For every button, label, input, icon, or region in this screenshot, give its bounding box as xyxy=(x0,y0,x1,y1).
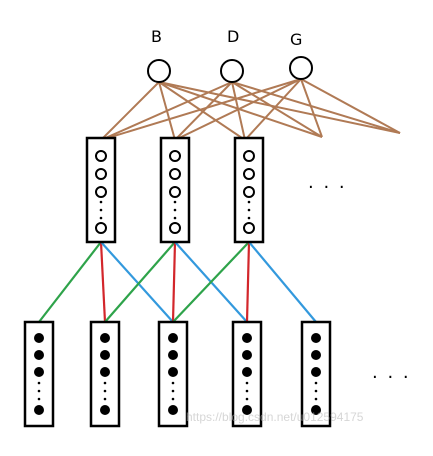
middle-ellipsis-dot-2-2 xyxy=(247,216,251,220)
top-edge-1-0 xyxy=(100,81,233,141)
middle-neuron-last-1 xyxy=(169,222,181,234)
bottom-ellipsis-dot-4-0 xyxy=(314,381,318,385)
bottom-neuron-3-1 xyxy=(242,350,252,360)
top-edge-2-0 xyxy=(100,78,302,141)
bottom-neuron-0-0 xyxy=(34,333,44,343)
middle-neuron-last-2 xyxy=(243,222,255,234)
top-edge-2-4 xyxy=(300,78,401,134)
edge-red-1 xyxy=(99,241,107,323)
bottom-neuron-4-0 xyxy=(311,333,321,343)
bottom-neuron-4-1 xyxy=(311,350,321,360)
bottom-more-label: · · · xyxy=(372,367,411,388)
bottom-neuron-3-2 xyxy=(242,367,252,377)
edge-blue-2 xyxy=(100,241,174,323)
watermark: https://blog.csdn.net/u012594175 xyxy=(186,410,364,424)
middle-ellipsis-dot-0-1 xyxy=(99,208,103,212)
bottom-ellipsis-dot-0-0 xyxy=(37,381,41,385)
bottom-neuron-1-2 xyxy=(100,367,110,377)
bottom-neuron-2-0 xyxy=(168,333,178,343)
top-edge-0-2 xyxy=(158,81,246,141)
bottom-neuron-last-2 xyxy=(168,405,178,415)
top-edge-1-2 xyxy=(231,81,246,141)
middle-ellipsis-dot-1-2 xyxy=(173,216,177,220)
bottom-neuron-1-0 xyxy=(100,333,110,343)
edge-red-4 xyxy=(171,241,177,323)
middle-neuron-2-1 xyxy=(243,168,255,180)
top-edge-1-3 xyxy=(231,81,323,138)
middle-neuron-last-0 xyxy=(95,222,107,234)
bottom-ellipsis-dot-1-0 xyxy=(103,381,107,385)
edge-green-3 xyxy=(104,241,176,323)
top-edge-0-0 xyxy=(100,81,160,141)
bottom-neuron-1-1 xyxy=(100,350,110,360)
bottom-ellipsis-dot-3-2 xyxy=(245,397,249,401)
node-d xyxy=(220,59,244,83)
bottom-ellipsis-dot-0-1 xyxy=(37,389,41,393)
bottom-ellipsis-dot-1-2 xyxy=(103,397,107,401)
top-edge-0-3 xyxy=(158,81,323,138)
bottom-edges xyxy=(38,241,317,323)
middle-more-label: · · · xyxy=(308,177,347,198)
bottom-ellipsis-dot-4-1 xyxy=(314,389,318,393)
bottom-neuron-2-2 xyxy=(168,367,178,377)
bottom-neuron-0-2 xyxy=(34,367,44,377)
top-edge-2-2 xyxy=(244,78,302,141)
bottom-neuron-4-2 xyxy=(311,367,321,377)
middle-neuron-1-0 xyxy=(169,150,181,162)
middle-neuron-0-2 xyxy=(95,186,107,198)
bottom-ellipsis-dot-3-1 xyxy=(245,389,249,393)
edge-green-6 xyxy=(172,241,250,323)
node-g xyxy=(289,56,313,80)
node-b xyxy=(147,59,171,83)
middle-ellipsis-dot-2-0 xyxy=(247,200,251,204)
bottom-neuron-2-1 xyxy=(168,350,178,360)
bottom-ellipsis-dot-2-2 xyxy=(171,397,175,401)
middle-neuron-0-0 xyxy=(95,150,107,162)
bottom-ellipsis-dot-2-0 xyxy=(171,381,175,385)
middle-ellipsis-dot-0-0 xyxy=(99,200,103,204)
bottom-ellipsis-dot-2-1 xyxy=(171,389,175,393)
middle-ellipsis-dot-1-0 xyxy=(173,200,177,204)
node-label-d: D xyxy=(227,27,239,46)
middle-layer xyxy=(85,136,265,244)
middle-ellipsis-dot-2-1 xyxy=(247,208,251,212)
top-edge-1-1 xyxy=(174,81,233,141)
node-label-g: G xyxy=(290,30,302,49)
bottom-ellipsis-dot-1-1 xyxy=(103,389,107,393)
middle-neuron-1-2 xyxy=(169,186,181,198)
bottom-neuron-0-1 xyxy=(34,350,44,360)
top-edge-2-1 xyxy=(174,78,302,141)
bottom-neuron-last-0 xyxy=(34,405,44,415)
bottom-neuron-3-0 xyxy=(242,333,252,343)
edge-red-7 xyxy=(245,241,251,323)
middle-neuron-1-1 xyxy=(169,168,181,180)
top-edge-2-3 xyxy=(300,78,323,138)
middle-neuron-2-2 xyxy=(243,186,255,198)
bottom-ellipsis-dot-0-2 xyxy=(37,397,41,401)
middle-neuron-0-1 xyxy=(95,168,107,180)
bottom-neuron-last-3 xyxy=(242,405,252,415)
node-label-b: B xyxy=(151,27,162,46)
middle-ellipsis-dot-0-2 xyxy=(99,216,103,220)
middle-ellipsis-dot-1-1 xyxy=(173,208,177,212)
middle-neuron-2-0 xyxy=(243,150,255,162)
top-edge-0-4 xyxy=(158,81,401,134)
bottom-ellipsis-dot-4-2 xyxy=(314,397,318,401)
bottom-neuron-last-4 xyxy=(311,405,321,415)
edge-blue-8 xyxy=(248,241,317,323)
bottom-layer xyxy=(23,320,332,428)
edge-green-0 xyxy=(38,241,102,323)
bottom-neuron-last-1 xyxy=(100,405,110,415)
bottom-ellipsis-dot-3-0 xyxy=(245,381,249,385)
top-edges xyxy=(100,78,401,141)
